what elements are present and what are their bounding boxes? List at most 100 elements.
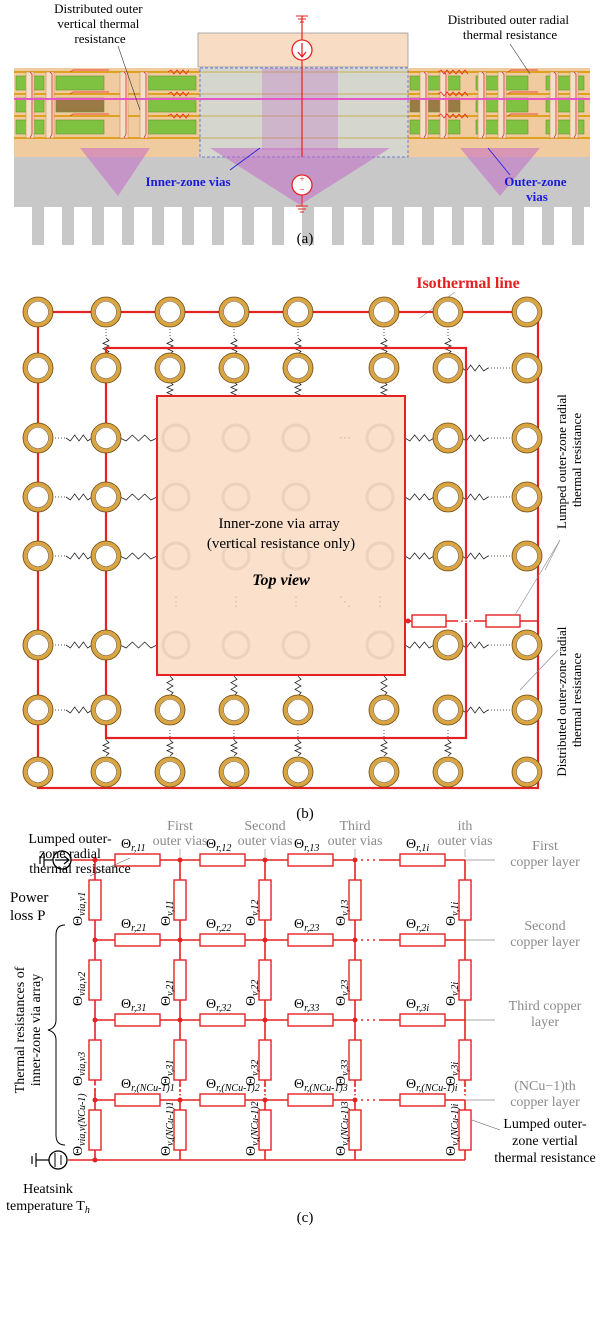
radial-resistor-zigzag [69, 113, 109, 117]
heatsink-fin [302, 207, 314, 245]
heat-spread-left [80, 148, 150, 196]
vertical-resistor-c [348, 1039, 362, 1081]
leader-outer-vias [487, 147, 511, 176]
vertical-resistor-c [173, 879, 187, 921]
panel-a: + − Distributed outer vertical thermal r… [14, 1, 590, 247]
inner-via-ring [365, 482, 395, 512]
radial-resistor-c [199, 1093, 246, 1107]
inner-ddots: ⋱ [339, 594, 352, 609]
dielectric-block [55, 119, 105, 135]
heatsink-fin [152, 207, 164, 245]
outer-via-ring [22, 756, 54, 788]
radial-resistor-b [119, 641, 158, 649]
radial-resistor-b [119, 552, 158, 560]
outer-via-ring [511, 540, 543, 572]
heat-spread-right [460, 148, 540, 196]
vertical-resistor-c [348, 879, 362, 921]
radial-resistor-zigzag [507, 91, 538, 95]
inner-via-ring [365, 541, 395, 571]
radial-resistor-label: Θr,(NCu-1)i [406, 1077, 458, 1094]
radial-resistor-b [102, 337, 110, 355]
vertical-resistor-c [458, 959, 472, 1001]
radial-resistor-c [114, 1093, 161, 1107]
radial-resistor-zigzag [507, 113, 538, 117]
inner-vdots: ⋮ [170, 594, 183, 609]
radial-resistor-c [399, 933, 446, 947]
via-vertical-resistor [481, 71, 485, 139]
outer-via-ring [368, 694, 400, 726]
radial-resistor-c [114, 853, 161, 867]
outer-via-barrel [45, 71, 55, 139]
label-heatsink: Heatsink [23, 1182, 73, 1197]
radial-resistor-c [287, 1013, 334, 1027]
radial-resistor-b [65, 641, 93, 649]
outer-via-ring [218, 352, 250, 384]
brace [47, 924, 66, 1146]
node [92, 937, 98, 943]
outer-via-barrel [497, 71, 507, 139]
radial-resistor-b [166, 337, 174, 355]
outer-via-ring [90, 422, 122, 454]
outer-via-ring [154, 756, 186, 788]
outer-via-ring [432, 629, 464, 661]
outer-via-ring [368, 352, 400, 384]
radial-resistor-label: Θr,23 [294, 917, 319, 934]
radial-resistor-zigzag [437, 69, 469, 75]
node [177, 857, 183, 863]
via-vertical-resistor [423, 71, 427, 139]
heatsink-fin [32, 207, 44, 245]
radial-resistor-label: Θr,1i [406, 837, 429, 854]
radial-resistor-b [166, 739, 174, 757]
vertical-resistor-label: Θv,(NCu-1)i [444, 1103, 461, 1156]
radial-resistor-c [399, 1013, 446, 1027]
radial-resistor-label: Θr,11 [121, 837, 146, 854]
dielectric-block [409, 75, 461, 91]
via-vertical-resistor [573, 71, 577, 139]
layer-label: layer [531, 1015, 559, 1030]
heatsink-fin [332, 207, 344, 245]
outer-via-ring [432, 481, 464, 513]
heatsink-fin [452, 207, 464, 245]
label-lumped-radial: Lumped outer-zone radial thermal resista… [554, 391, 584, 529]
inner-zone-via-array [156, 395, 406, 676]
radial-resistor-b [294, 739, 302, 757]
inner-via-ring [281, 541, 311, 571]
radial-resistor-label: Θr,21 [121, 917, 146, 934]
radial-resistor-b [230, 337, 238, 355]
radial-resistor-b [380, 739, 388, 757]
radial-resistor-label: Θr,31 [121, 997, 146, 1014]
inner-via-ring [365, 630, 395, 660]
heatsink-fin [272, 207, 284, 245]
radial-resistor-zigzag [507, 69, 538, 73]
inner-via-label: Θvia,v2 [71, 972, 88, 1006]
outer-via-ring [368, 756, 400, 788]
inner-via-ring [281, 482, 311, 512]
outer-via-ring [154, 296, 186, 328]
vertical-resistor-label: Θv,(NCu-1)2 [244, 1101, 261, 1156]
radial-resistor-zigzag [167, 113, 190, 119]
outer-via-ring [282, 756, 314, 788]
vertical-resistor-label: Θv,2i [444, 982, 461, 1006]
inner-via-ring [365, 423, 395, 453]
radial-resistor-b [65, 493, 93, 501]
leader-lumped [514, 539, 561, 616]
vertical-resistor-c [173, 959, 187, 1001]
inner-vdots: ⋮ [374, 594, 387, 609]
heatsink-source: + − [291, 174, 313, 213]
radial-resistor-b [404, 493, 435, 501]
vertical-resistor-c [258, 1109, 272, 1151]
vertical-resistor-c [348, 1109, 362, 1151]
inner-via-ring [161, 630, 191, 660]
layer-label: copper layer [510, 855, 580, 870]
label-lumped-vertical: thermal resistance [494, 1151, 595, 1166]
vertical-dots: ⋮ [258, 1083, 272, 1098]
leader-distributed [519, 649, 559, 691]
outer-via-ring [511, 756, 543, 788]
label-power: Power [10, 890, 48, 906]
leader-lumped-2 [544, 539, 561, 571]
radial-resistor-c [399, 1093, 446, 1107]
inner-array-label: Inner-zone via array (vertical resistanc… [207, 516, 355, 552]
radial-resistor-zigzag [69, 91, 109, 95]
node [352, 857, 358, 863]
vertical-resistor-label: Θv,23 [334, 980, 351, 1006]
